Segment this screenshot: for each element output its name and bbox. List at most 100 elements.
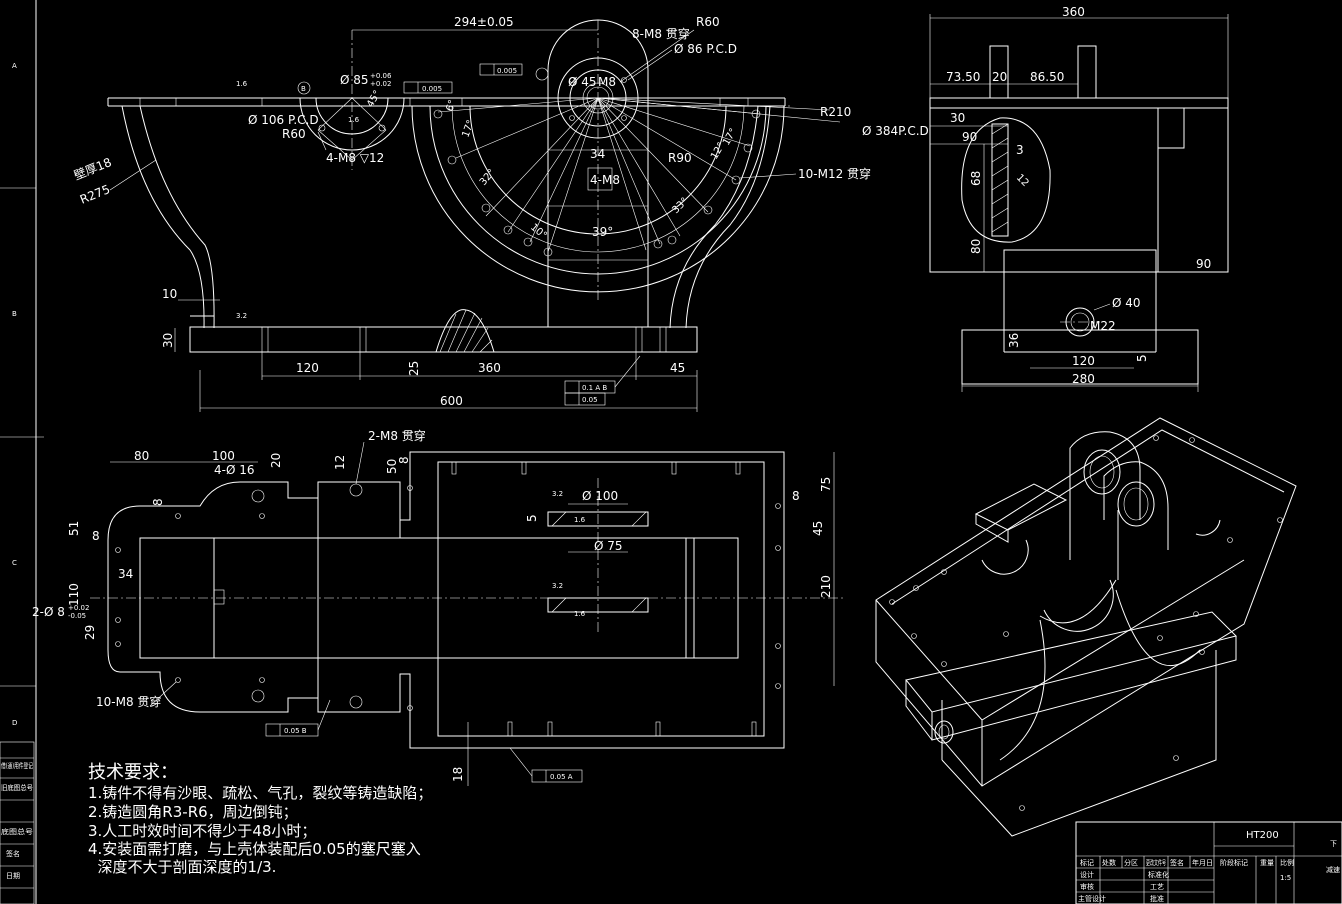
front-pcd86: Ø 86 P.C.D (674, 42, 737, 56)
plan-frame-perp2: 0.05 A (550, 773, 573, 781)
plan-pin: 2-Ø 8 (32, 605, 65, 619)
front-m8: M8 (598, 75, 616, 89)
front-dim-120: 120 (296, 361, 319, 375)
front-dim-360: 360 (478, 361, 501, 375)
plan-pin-tol1: +0.02 (68, 604, 89, 612)
plan-d110: 110 (67, 583, 81, 606)
front-a10: 10° (528, 222, 549, 242)
requirement-item-5: 深度不大于剖面深度的1/3. (88, 858, 276, 876)
title-material: HT200 (1246, 830, 1279, 841)
plan-r16a: 1.6 (574, 516, 586, 524)
plan-d75: 75 (819, 477, 833, 492)
side-strip-label: 签名 (6, 849, 20, 858)
front-tol-plus: +0.06 (370, 72, 392, 80)
front-dim-294: 294±0.05 (454, 15, 514, 29)
plan-d20: 20 (269, 453, 283, 468)
plan-pin-tol2: -0.05 (68, 612, 86, 620)
title-designer: 设计 (1080, 870, 1094, 879)
requirement-item-1: 1.铸件不得有沙眼、疏松、气孔，裂纹等铸造缺陷； (88, 784, 432, 802)
front-wall18: 壁厚18 (72, 154, 114, 183)
front-frame-flat1: 0.005 (422, 85, 442, 93)
plan-r16b: 1.6 (574, 610, 586, 618)
title-row-date: 年月日 (1192, 858, 1213, 867)
plan-d45: 45 (811, 521, 825, 536)
front-bolt-8m8: 8-M8 贯穿 (632, 26, 690, 41)
plan-d51: 51 (67, 521, 81, 536)
requirement-item-3: 3.人工时效时间不得少于48小时； (88, 822, 316, 840)
title-stage-mark: 阶段标记 (1220, 858, 1248, 867)
side-dim-12: 12 (1014, 172, 1031, 189)
isometric-view (875, 417, 1297, 837)
plan-d8c: 8 (792, 489, 800, 503)
title-scale: 1:5 (1280, 874, 1291, 882)
front-frame-flat3: 0.05 (582, 396, 598, 404)
front-d34: 34 (590, 147, 605, 161)
title-row-count: 处数 (1102, 858, 1116, 867)
front-bolt10m12: 10-M12 贯穿 (798, 166, 871, 181)
drawing-border: A B C D (0, 0, 44, 904)
front-d45: Ø 45 (568, 75, 597, 89)
title-standard: 标准化 (1148, 870, 1169, 879)
plan-d100: 100 (212, 449, 235, 463)
side-strip-label: 底图总号 (1, 827, 33, 836)
side-dim-280: 280 (1072, 372, 1095, 386)
front-d85: Ø 85 (340, 73, 369, 87)
front-r90: R90 (668, 151, 692, 165)
title-right-a: 下 (1330, 840, 1337, 848)
plan-d80: 80 (134, 449, 149, 463)
side-strip-table: 借(通)用件登记 旧底图总号 底图总号 签名 日期 (0, 741, 35, 904)
requirements-title: 技术要求： (88, 762, 178, 783)
plan-d75c: Ø 75 (594, 539, 623, 553)
front-a17: 17° (460, 119, 476, 139)
plan-m8-2: 2-M8 贯穿 (368, 428, 426, 443)
title-checker: 审核 (1080, 882, 1094, 891)
plan-d210: 210 (819, 575, 833, 598)
front-dim-45: 45 (670, 361, 685, 375)
title-block: HT200 标记 处数 分区 更改文件号 签名 年月日 阶段标记 重量 比例 1… (1075, 821, 1342, 904)
plan-d12: 12 (333, 455, 347, 470)
plan-m8-10: 10-M8 贯穿 (96, 694, 161, 709)
requirement-item-2: 2.铸造圆角R3-R6，周边倒钝； (88, 803, 298, 821)
front-frame-par1: 0.1 A B (582, 384, 607, 392)
front-rough32: 3.2 (236, 312, 247, 320)
front-tol-plus2: +0.02 (370, 80, 391, 88)
title-main-design: 主管设计 (1078, 894, 1106, 903)
plan-h416: 4-Ø 16 (214, 463, 255, 477)
front-rough16: 1.6 (236, 80, 248, 88)
side-dim-80: 80 (969, 239, 983, 254)
front-dim-25: 25 (407, 361, 421, 376)
front-datum-b: B (301, 85, 306, 93)
front-tap-4m8: 4-M8 ▽12 (326, 151, 384, 165)
title-row-doc: 更改文件号 (1146, 858, 1166, 867)
front-r275: R275 (78, 182, 112, 207)
zone-letter-b: B (12, 310, 17, 318)
side-view: 360 73.50 20 86.50 30 90 3 (929, 5, 1229, 392)
title-right-b: 减速 (1326, 865, 1340, 874)
title-row-mark: 标记 (1080, 858, 1094, 867)
front-dim-10: 10 (162, 287, 177, 301)
side-dim-5: 5 (1135, 354, 1149, 362)
title-scale-label: 比例 (1280, 858, 1294, 867)
side-dim-68: 68 (969, 171, 983, 186)
plan-d18: 18 (451, 767, 465, 782)
zone-letter-a: A (12, 62, 17, 70)
side-dim-20: 20 (992, 70, 1007, 84)
plan-d8d: 8 (92, 529, 100, 543)
front-a33: 33° (670, 196, 690, 216)
front-dim-600: 600 (440, 394, 463, 408)
side-dim-360: 360 (1062, 5, 1085, 19)
front-frame-flat2: 0.005 (497, 67, 517, 75)
side-strip-label: 借(通)用件登记 (1, 761, 33, 770)
side-strip-label: 日期 (6, 872, 20, 880)
side-m22: M22 (1090, 319, 1116, 333)
front-r60-left: R60 (282, 127, 306, 141)
plan-d8b: 8 (151, 498, 165, 506)
side-d40: Ø 40 (1112, 296, 1141, 310)
front-view: 294±0.05 600 120 360 45 25 30 10 R60 8-M… (72, 15, 929, 412)
side-dim-120: 120 (1072, 354, 1095, 368)
plan-d100c: Ø 100 (582, 489, 618, 503)
side-dim-36: 36 (1007, 333, 1021, 348)
plan-frame-perp1: 0.05 B (284, 727, 307, 735)
title-process: 工艺 (1150, 883, 1164, 891)
